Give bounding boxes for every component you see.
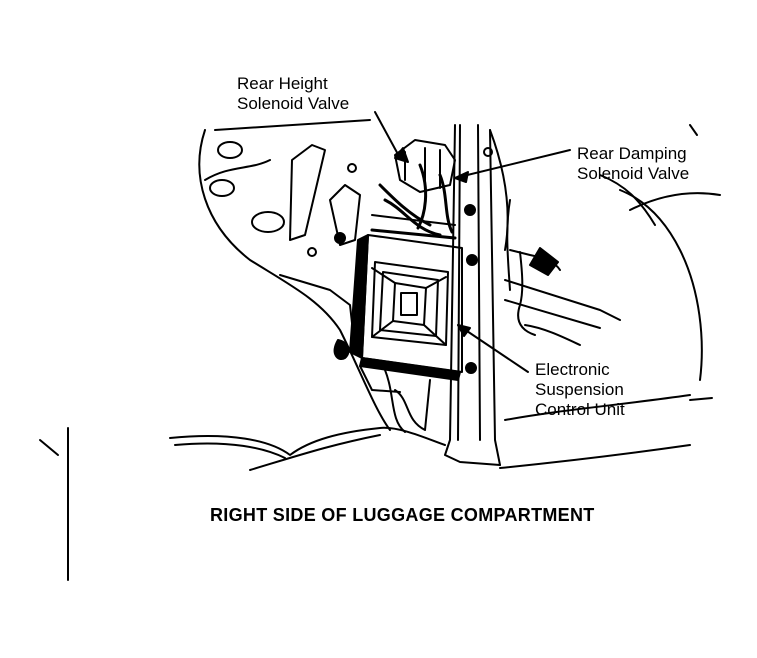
rear-height-valve-label-line2: Solenoid Valve [237, 94, 350, 113]
control-unit-module [349, 234, 463, 393]
body-pillar [444, 124, 509, 466]
rear-damping-valve-label: Rear Damping Solenoid Valve [577, 144, 689, 184]
figure-caption: RIGHT SIDE OF LUGGAGE COMPARTMENT [210, 505, 595, 525]
control-unit-label-line3: Control Unit [535, 400, 625, 419]
rear-height-valve-label: Rear Height Solenoid Valve [237, 74, 349, 114]
control-unit-label: Electronic Suspension Control Unit [535, 360, 625, 420]
leader-lines [374, 111, 571, 373]
solenoid-valve-cluster [370, 139, 457, 240]
control-unit-label-line1: Electronic [535, 360, 610, 379]
right-body-trim [499, 124, 721, 469]
margin-mark [39, 427, 69, 581]
rear-height-valve-label-line1: Rear Height [237, 74, 328, 93]
control-unit-label-line2: Suspension [535, 380, 624, 399]
rear-damping-valve-label-line1: Rear Damping [577, 144, 687, 163]
rear-damping-valve-label-line2: Solenoid Valve [577, 164, 690, 183]
left-body-panel [198, 119, 391, 431]
lower-floor-trim [169, 369, 446, 471]
